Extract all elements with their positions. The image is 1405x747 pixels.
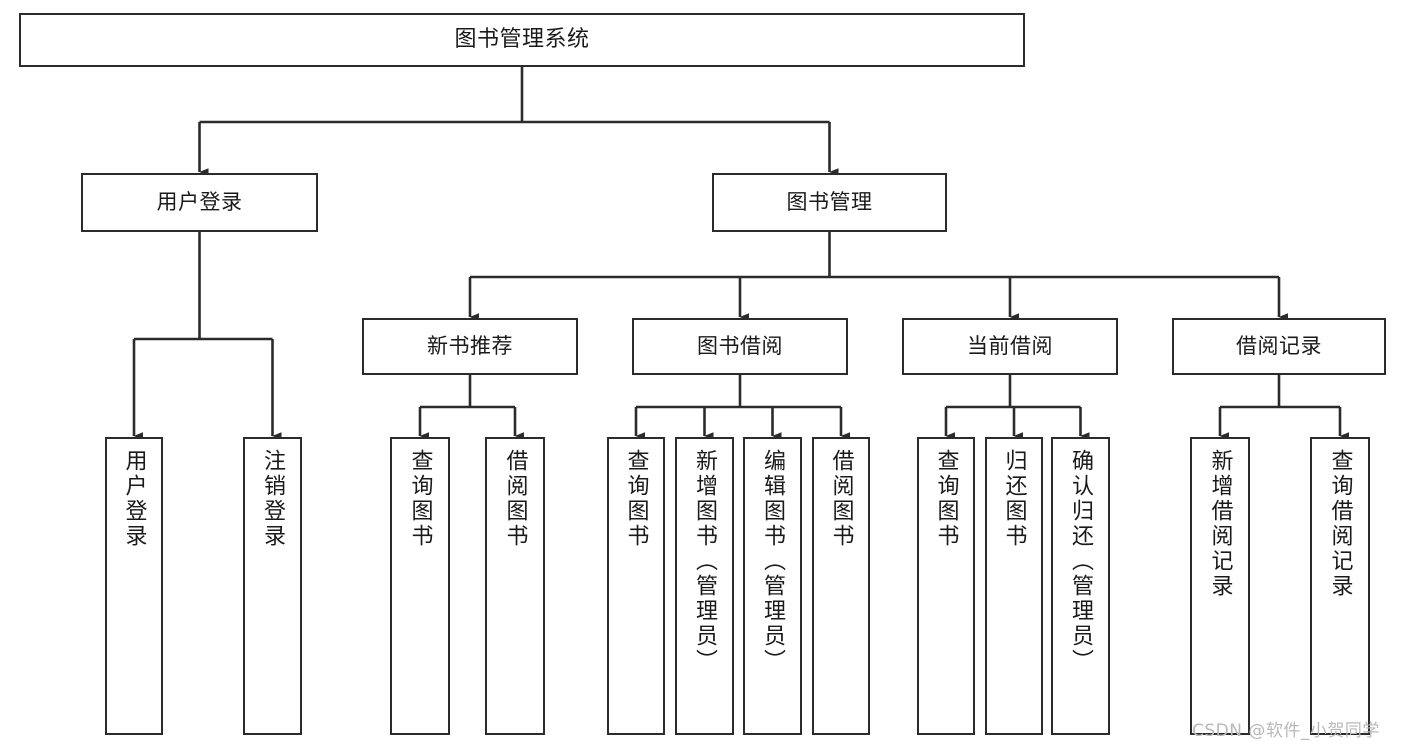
node-label: 查询图书 [407,449,433,549]
node-borrowing-record[interactable]: 借阅记录 [1172,318,1386,375]
leaf-record-add-record[interactable]: 新增借阅记录 [1190,437,1250,735]
node-label: 借阅图书 [502,449,528,549]
node-current-borrowing[interactable]: 当前借阅 [902,318,1118,375]
node-label: 新增借阅记录 [1207,449,1233,599]
node-book-management[interactable]: 图书管理 [712,173,947,232]
node-label: 图书借阅 [697,334,783,359]
node-label: 确认归还（管理员） [1068,449,1094,674]
node-user-login[interactable]: 用户登录 [81,173,318,232]
node-label: 用户登录 [156,190,243,215]
node-label: 图书管理 [786,190,873,215]
leaf-rec-borrow-book[interactable]: 借阅图书 [485,437,545,735]
leaf-logout-login[interactable]: 注销登录 [243,437,302,735]
node-label: 借阅记录 [1236,334,1322,359]
leaf-borrow-borrow-book[interactable]: 借阅图书 [812,437,870,735]
node-label: 新书推荐 [427,334,513,359]
node-label: 借阅图书 [828,449,854,549]
node-label: 归还图书 [1001,449,1027,549]
node-label: 查询图书 [933,449,959,549]
node-label: 查询图书 [623,449,649,549]
leaf-record-query-record[interactable]: 查询借阅记录 [1310,437,1370,735]
node-new-book-recommendation[interactable]: 新书推荐 [362,318,578,375]
leaf-borrow-edit-book[interactable]: 编辑图书（管理员） [743,437,802,735]
leaf-user-login[interactable]: 用户登录 [105,437,163,735]
leaf-borrow-add-book[interactable]: 新增图书（管理员） [675,437,734,735]
node-label: 查询借阅记录 [1327,449,1353,599]
leaf-current-return-book[interactable]: 归还图书 [985,437,1043,735]
node-label: 用户登录 [121,449,147,549]
node-label: 注销登录 [260,449,286,549]
node-book-borrowing[interactable]: 图书借阅 [632,318,848,375]
leaf-borrow-query-book[interactable]: 查询图书 [607,437,665,735]
leaf-rec-query-book[interactable]: 查询图书 [390,437,450,735]
leaf-current-confirm-return[interactable]: 确认归还（管理员） [1051,437,1110,735]
node-label: 新增图书（管理员） [692,449,718,674]
node-label: 图书管理系统 [454,27,590,53]
node-label: 当前借阅 [967,334,1053,359]
leaf-current-query-book[interactable]: 查询图书 [917,437,975,735]
node-root[interactable]: 图书管理系统 [19,13,1025,67]
csdn-watermark: CSDN @软件_小贺同学 [1192,721,1380,741]
node-label: 编辑图书（管理员） [760,449,786,674]
